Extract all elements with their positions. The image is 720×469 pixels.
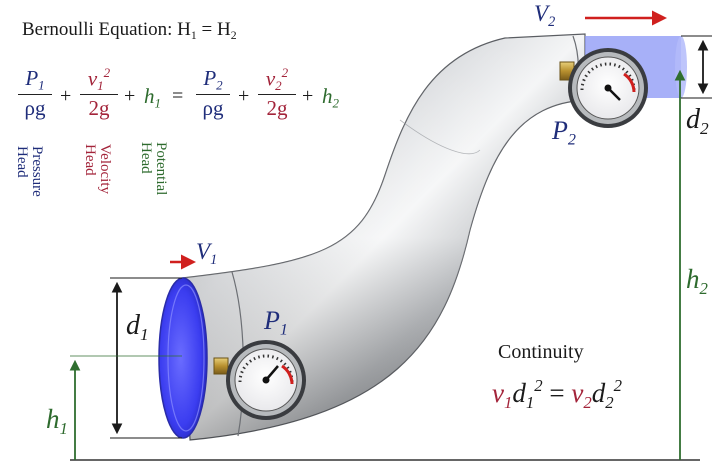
title-bernoulli-equation: Bernoulli Equation: H1 = H2: [22, 19, 237, 43]
velocity-term-2: v22 2g: [258, 66, 296, 119]
velocity-term-1: v12 2g: [80, 66, 118, 119]
continuity-v1: v1: [492, 377, 513, 412]
pressure-term-1: P1 ρg: [18, 68, 52, 119]
pressure-gauge-2: [559, 48, 648, 128]
continuity-title: Continuity: [498, 341, 584, 363]
plus-sign-1: +: [60, 85, 72, 107]
pressure-gauge-1: [213, 340, 306, 420]
plus-sign-3: +: [238, 85, 250, 107]
label-h2: h2: [686, 264, 708, 298]
plus-sign-4: +: [302, 85, 314, 107]
label-d2: d2: [686, 104, 709, 139]
inlet-water: [158, 277, 208, 439]
label-p1: P1: [264, 306, 288, 339]
pipe-shading: [182, 34, 585, 440]
continuity-d2: d22: [591, 376, 622, 412]
label-v1: V1: [196, 239, 218, 268]
label-d1: d1: [126, 310, 149, 345]
plus-sign-2: +: [124, 85, 136, 107]
label-p2: P2: [552, 116, 576, 149]
continuity-v2: v2: [571, 377, 592, 412]
pressure-term-2: P2 ρg: [196, 68, 230, 119]
continuity-equation: v1d12 = v2d22: [492, 376, 622, 412]
label-v2: V2: [534, 1, 556, 30]
continuity-equals: =: [549, 377, 565, 408]
potential-term-2: h2: [322, 84, 340, 111]
potential-term-1: h1: [144, 84, 162, 111]
continuity-d1: d12: [512, 376, 543, 412]
equals-sign: =: [172, 85, 184, 107]
label-h1: h1: [46, 404, 68, 438]
